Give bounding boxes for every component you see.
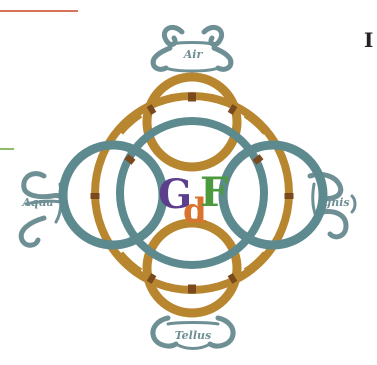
- logo-letter-f: F: [200, 169, 228, 216]
- gold-weave-top-left: [120, 114, 140, 132]
- gold-weave-bottom-left: [120, 254, 140, 272]
- gold-weave-bottom-right: [246, 254, 266, 272]
- aqua-label: Aqua: [21, 196, 53, 209]
- heading-fragment: I: [364, 30, 373, 50]
- air-label: Air: [183, 48, 204, 61]
- aqua-flourish: [21, 174, 64, 246]
- gold-weave-top-right: [246, 114, 266, 132]
- tellus-label: Tellus: [175, 329, 211, 342]
- aqua-teal-ring: [63, 145, 163, 245]
- ignis-teal-ring: [223, 145, 323, 245]
- gdf-logo: G d F: [158, 169, 228, 231]
